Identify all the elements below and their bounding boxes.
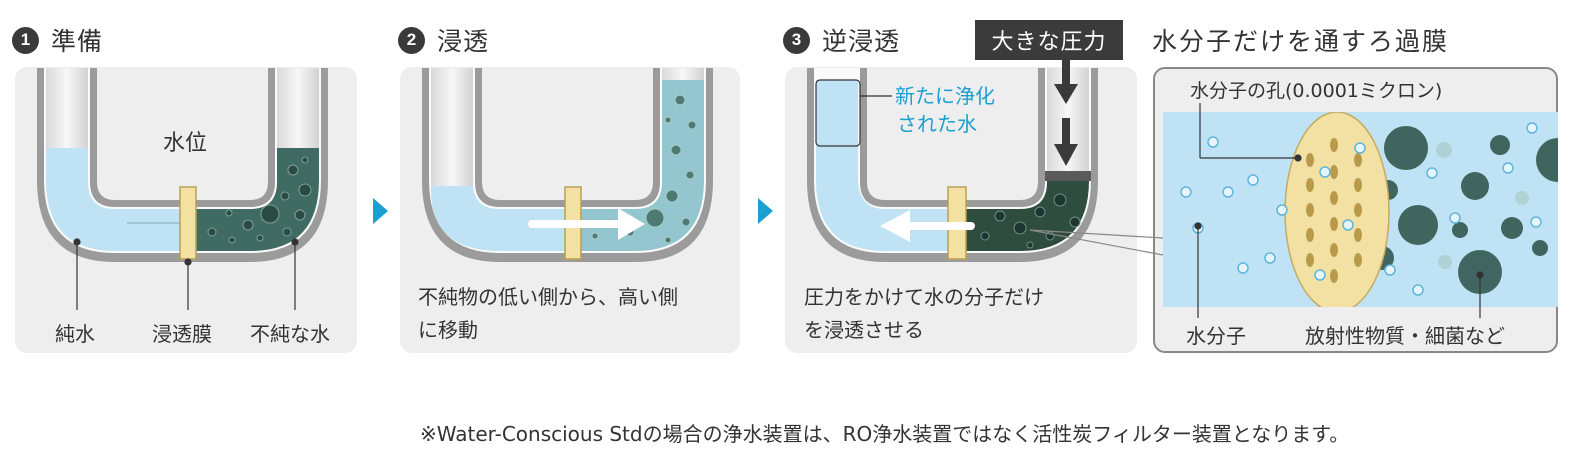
caption-line: に移動 [418,318,478,342]
u-tube-reverse-osmosis [807,58,1164,262]
step-title: 準備 [51,27,104,56]
step-title: 浸透 [437,27,490,56]
next-step-arrow-icon [373,198,388,224]
step-number: 1 [12,26,39,54]
pore-label: 水分子の孔(0.0001ミクロン) [1190,80,1443,102]
filter-zoom-graphic [1163,112,1558,307]
footnote: ※Water-Conscious Stdの場合の浄水装置は、RO浄水装置ではなく… [420,422,1350,446]
caption-line: 不純物の低い側から、高い側 [418,285,678,309]
step-1-header: 1 準備 [12,20,103,60]
caption-line: を浸透させる [804,318,924,342]
contaminant-label: 放射性物質・細菌など [1305,324,1505,348]
step-2-header: 2 浸透 [398,20,489,60]
step-3-header: 3 逆浸透 [783,20,900,60]
caption-line: 圧力をかけて水の分子だけ [804,285,1044,309]
membrane-label: 浸透膜 [152,322,212,346]
water-molecule-label: 水分子 [1186,324,1246,348]
purified-water-label-1: 新たに浄化 [895,84,995,108]
step-title: 逆浸透 [822,27,901,56]
next-step-arrow-icon [758,198,773,224]
impure-water-label: 不純な水 [250,322,330,346]
pressure-badge: 大きな圧力 [975,20,1123,60]
step-number: 2 [398,26,425,54]
u-tube-preparation [37,68,328,262]
pure-water-label: 純水 [55,322,95,346]
u-tube-osmosis [422,68,713,262]
filter-title: 水分子だけを通すろ過膜 [1152,27,1450,56]
purified-water-label-2: された水 [897,112,977,136]
osmosis-caption: 不純物の低い側から、高い側 に移動 [418,281,678,347]
water-level-label: 水位 [163,131,207,156]
step-number: 3 [783,26,810,54]
reverse-osmosis-caption: 圧力をかけて水の分子だけ を浸透させる [804,281,1044,347]
